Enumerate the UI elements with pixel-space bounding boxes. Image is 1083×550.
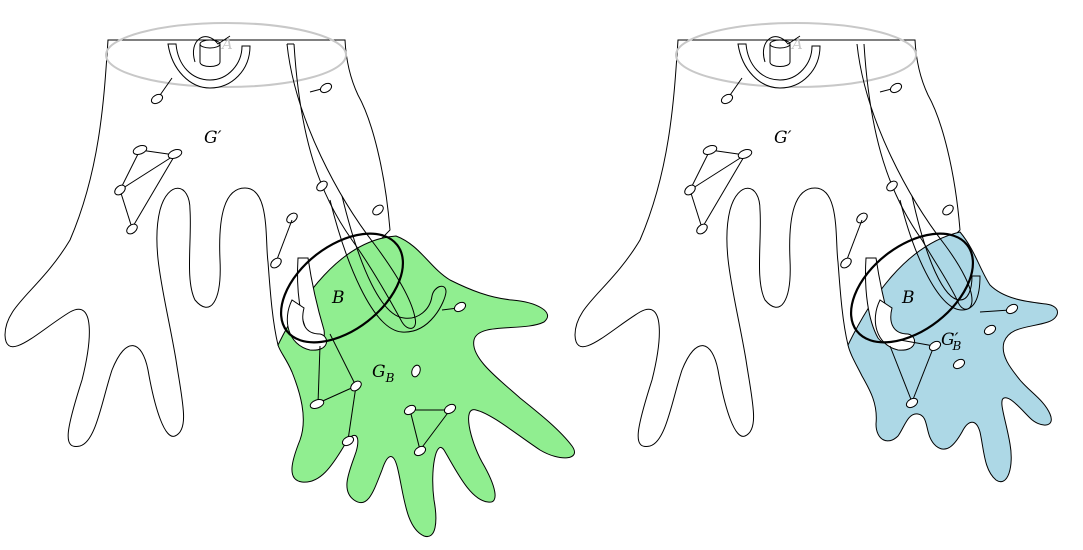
right-part-label: G′B [941, 330, 961, 353]
right-part-label-sub: B [951, 339, 961, 353]
right-rim-label: A [790, 35, 803, 53]
right-outer-label: G′ [774, 128, 792, 148]
left-rim-label: A [220, 35, 233, 53]
left-part-label-main: G [372, 362, 386, 382]
right-panel: A B [575, 23, 1058, 482]
left-ball-label: B [331, 288, 345, 308]
right-rim-cylinder-top [770, 40, 790, 48]
left-rim-cylinder-top [200, 40, 220, 48]
left-part-label-sub: B [385, 371, 395, 385]
left-outer-label: G′ [204, 128, 222, 148]
left-panel: A B [5, 23, 574, 537]
left-part-region [278, 236, 574, 537]
right-ball-label: B [901, 288, 915, 308]
